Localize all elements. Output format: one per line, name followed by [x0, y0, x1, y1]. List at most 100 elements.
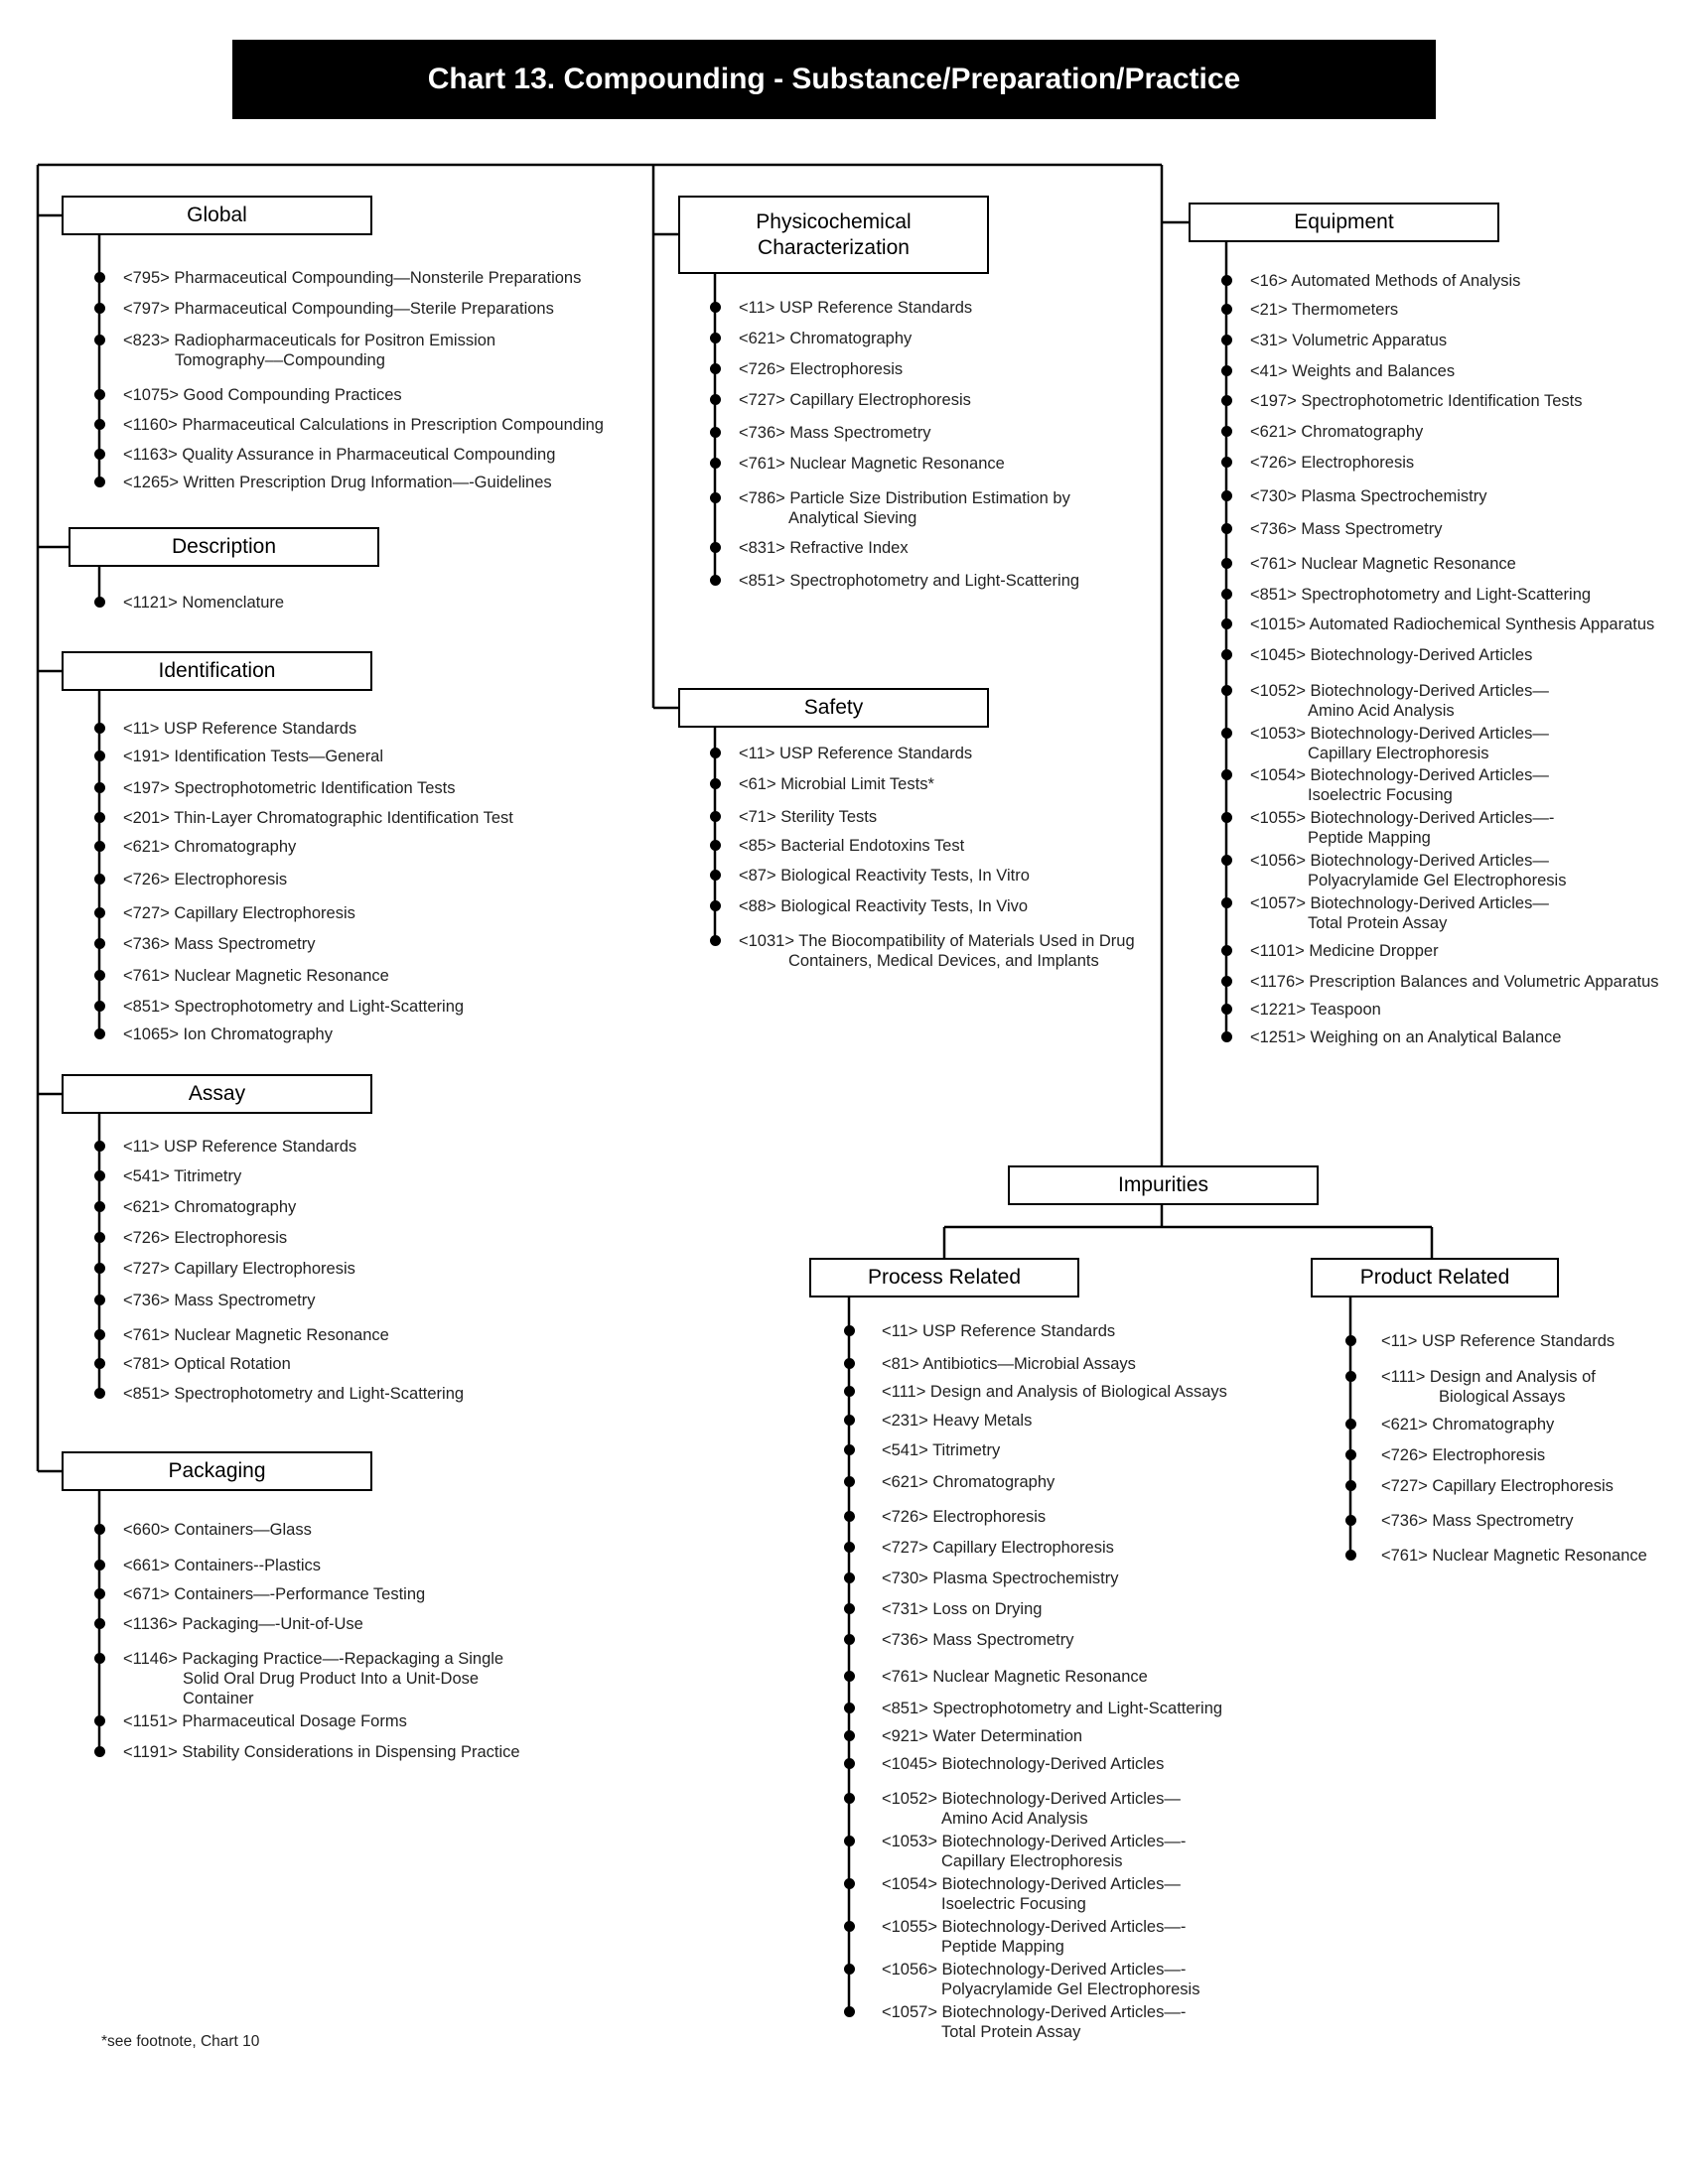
list-item-text: <761> Nuclear Magnetic Resonance [1250, 555, 1516, 573]
list-item: <621> Chromatography [123, 1197, 296, 1217]
bullet-dot [93, 1588, 105, 1599]
list-item: <11> USP Reference Standards [123, 719, 356, 739]
list-item-text: <921> Water Determination [882, 1727, 1083, 1745]
list-item-text: <201> Thin-Layer Chromatographic Identif… [123, 809, 513, 827]
bullet-dot [709, 394, 721, 405]
bullet-dot [93, 782, 105, 793]
list-item-text: <71> Sterility Tests [739, 808, 878, 826]
list-item: <726> Electrophoresis [1381, 1445, 1545, 1465]
list-item-text: <1054> Biotechnology-Derived Articles— [882, 1875, 1181, 1893]
bullet-dot [1220, 523, 1232, 534]
list-item-text: <1053> Biotechnology-Derived Articles—- [882, 1833, 1187, 1850]
list-item: <671> Containers—-Performance Testing [123, 1584, 425, 1604]
category-process-related: Process Related [809, 1258, 1079, 1297]
list-item: <1191> Stability Considerations in Dispe… [123, 1742, 520, 1762]
list-item: <661> Containers--Plastics [123, 1556, 321, 1575]
list-item: <727> Capillary Electrophoresis [123, 1259, 355, 1279]
category-label-line: Physicochemical [756, 209, 912, 233]
list-item-text: <191> Identification Tests—General [123, 748, 384, 765]
list-item: <851> Spectrophotometry and Light-Scatte… [882, 1699, 1222, 1718]
footnote: *see footnote, Chart 10 [101, 2033, 260, 2050]
list-item-text: <61> Microbial Limit Tests* [739, 775, 934, 793]
list-item-text: <621> Chromatography [1381, 1416, 1555, 1433]
list-item-text: <1121> Nomenclature [123, 594, 285, 612]
list-item-text: <1057> Biotechnology-Derived Articles— [1250, 894, 1549, 912]
bullet-dot [843, 1325, 855, 1336]
list-item-text-continued: Total Protein Assay [941, 2023, 1081, 2041]
list-item: <61> Microbial Limit Tests* [739, 774, 934, 794]
bullet-dot [709, 302, 721, 313]
list-item-text: <851> Spectrophotometry and Light-Scatte… [1250, 586, 1592, 604]
list-item: <1015> Automated Radiochemical Synthesis… [1250, 614, 1654, 634]
list-item-text: <730> Plasma Spectrochemistry [882, 1570, 1119, 1587]
bullet-dot [709, 748, 721, 758]
bullet-dot [843, 1386, 855, 1397]
list-item: <1056> Biotechnology-Derived Articles—-P… [882, 1960, 1199, 1999]
list-item-text: <736> Mass Spectrometry [123, 935, 316, 953]
list-item-text: <621> Chromatography [123, 1198, 297, 1216]
list-item: <11> USP Reference Standards [739, 298, 972, 318]
category-description: Description [69, 527, 379, 567]
list-item: <795> Pharmaceutical Compounding—Nonster… [123, 268, 581, 288]
list-item-text: <1251> Weighing on an Analytical Balance [1250, 1028, 1562, 1046]
bullet-dot [843, 1415, 855, 1426]
list-item-text-continued: Tomography––Compounding [175, 351, 385, 369]
list-item-text-continued: Capillary Electrophoresis [1308, 745, 1489, 762]
bullet-dot [1220, 649, 1232, 660]
bullet-dot [709, 458, 721, 469]
list-item: <797> Pharmaceutical Compounding—Sterile… [123, 299, 554, 319]
list-item: <761> Nuclear Magnetic Resonance [123, 1325, 389, 1345]
list-item-text: <851> Spectrophotometry and Light-Scatte… [739, 572, 1080, 590]
list-item: <81> Antibiotics—Microbial Assays [882, 1354, 1136, 1374]
list-item-text-continued: Polyacrylamide Gel Electrophoresis [941, 1980, 1200, 1998]
list-item: <761> Nuclear Magnetic Resonance [882, 1667, 1148, 1687]
list-item: <11> USP Reference Standards [739, 744, 972, 763]
list-item-text: <851> Spectrophotometry and Light-Scatte… [123, 1385, 465, 1403]
list-item: <731> Loss on Drying [882, 1599, 1042, 1619]
list-item-text: <761> Nuclear Magnetic Resonance [123, 967, 389, 985]
list-item: <726> Electrophoresis [1250, 453, 1414, 473]
bullet-dot [1220, 769, 1232, 780]
bullet-dot [1344, 1335, 1356, 1346]
list-item-text: <1075> Good Compounding Practices [123, 386, 402, 404]
bullet-dot [843, 1358, 855, 1369]
list-item-text: <661> Containers--Plastics [123, 1557, 322, 1574]
list-item-text: <727> Capillary Electrophoresis [123, 1260, 355, 1278]
bullet-dot [843, 1476, 855, 1487]
bullet-dot [93, 1388, 105, 1399]
list-item-text-continued: Solid Oral Drug Product Into a Unit-Dose [183, 1670, 480, 1688]
list-item-text: <726> Electrophoresis [123, 1229, 288, 1247]
list-item: <730> Plasma Spectrochemistry [1250, 486, 1486, 506]
list-item-text-continued: Biological Assays [1439, 1388, 1566, 1406]
category-impurities: Impurities [1008, 1165, 1319, 1205]
list-item-text: <1065> Ion Chromatography [123, 1025, 333, 1043]
bullet-dot [709, 492, 721, 503]
list-item-text: <736> Mass Spectrometry [1381, 1512, 1574, 1530]
list-item: <11> USP Reference Standards [882, 1321, 1115, 1341]
list-item-text: <1045> Biotechnology-Derived Articles [882, 1755, 1165, 1773]
list-item-text: <1151> Pharmaceutical Dosage Forms [123, 1712, 407, 1730]
list-item-text: <761> Nuclear Magnetic Resonance [882, 1668, 1148, 1686]
list-item-text: <1055> Biotechnology-Derived Articles—- [1250, 809, 1555, 827]
bullet-dot [709, 427, 721, 438]
list-item-text: <727> Capillary Electrophoresis [882, 1539, 1114, 1557]
list-item: <1163> Quality Assurance in Pharmaceutic… [123, 445, 555, 465]
bullet-dot [93, 723, 105, 734]
bullet-dot [93, 1263, 105, 1274]
bullet-dot [93, 1232, 105, 1243]
list-item-text: <761> Nuclear Magnetic Resonance [123, 1326, 389, 1344]
list-item-text: <1265> Written Prescription Drug Informa… [123, 474, 552, 491]
bullet-dot [709, 811, 721, 822]
bullet-dot [1344, 1449, 1356, 1460]
list-item-text: <736> Mass Spectrometry [1250, 520, 1443, 538]
list-item: <1121> Nomenclature [123, 593, 284, 613]
bullet-dot [843, 1793, 855, 1804]
list-item: <831> Refractive Index [739, 538, 909, 558]
bullet-dot [1220, 855, 1232, 866]
list-item-text: <1031> The Biocompatibility of Materials… [739, 932, 1135, 950]
list-item-text: <831> Refractive Index [739, 539, 909, 557]
list-item: <1251> Weighing on an Analytical Balance [1250, 1027, 1561, 1047]
bullet-dot [843, 1542, 855, 1553]
bullet-dot [93, 477, 105, 487]
